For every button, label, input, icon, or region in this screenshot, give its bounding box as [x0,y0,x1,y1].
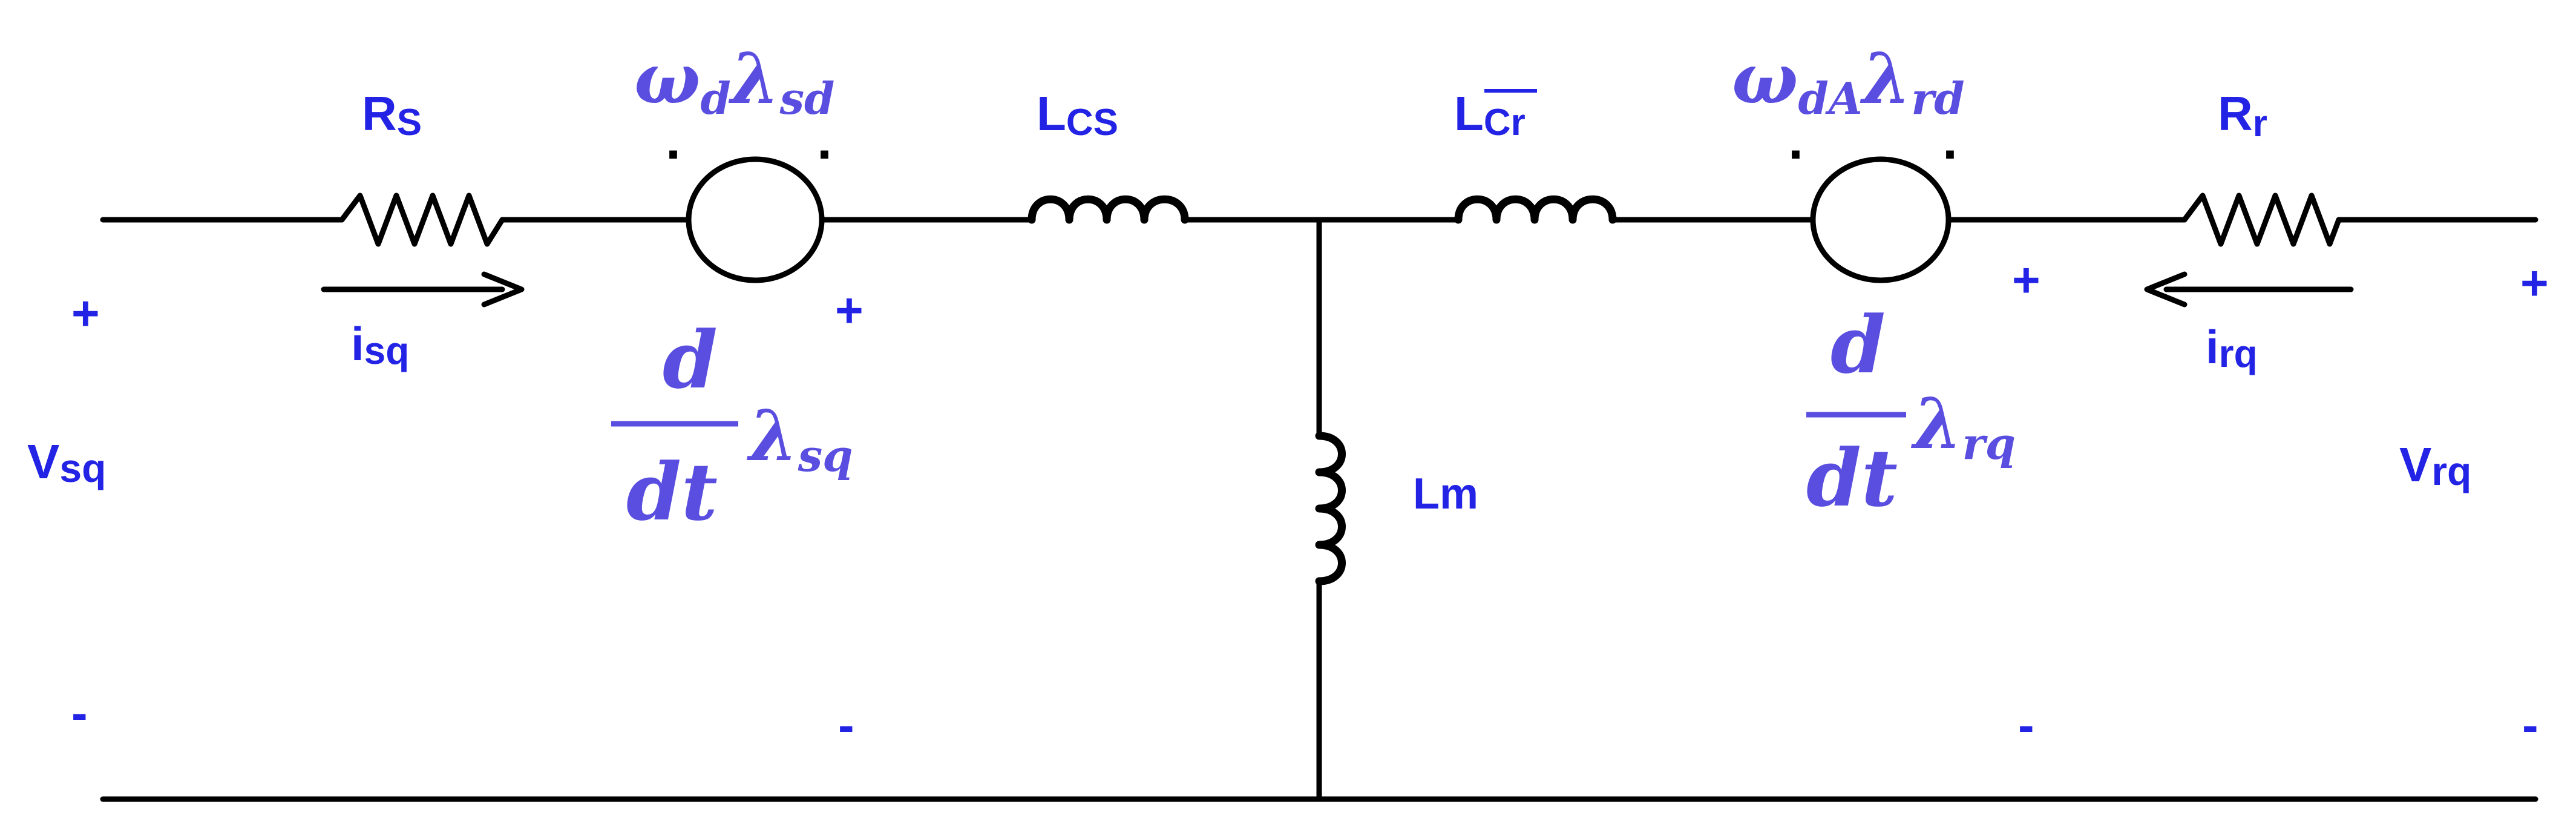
label-lcr: LCr [1454,87,1526,143]
plus-mid-left: + [835,283,864,337]
plus-right: + [2520,256,2549,310]
ddt-denominator-s: dt [626,446,718,538]
ddt-denominator-r: dt [1806,432,1898,524]
source2-dot-right: . [1942,110,1958,171]
rotor-voltage-source [1810,156,1952,283]
expr-omega-dA-lambda-rd: ωdAλrd [1732,38,1965,124]
minus-right: - [2522,698,2538,752]
rotor-inductor-lcr [1454,195,1617,224]
label-irq: irq [2206,320,2258,375]
rotor-resistor-rr [2181,193,2342,247]
lambda-sq: λsq [746,395,853,481]
stator-voltage-source [686,156,825,283]
expr-omega-d-lambda-sd: ωdλsd [634,38,834,124]
source1-dot-right: . [817,110,832,171]
minus-mid-right: - [2018,698,2034,752]
magnetizing-inductor-lm [1315,432,1346,585]
source2-dot-left: . [1788,110,1803,171]
wires [100,217,2538,802]
lambda-rq: λrq [1910,383,2016,469]
ddt-numerator-r: d [1830,298,1886,391]
stator-resistor-rs [339,193,505,247]
label-rr: Rr [2218,87,2267,145]
label-vsq: Vsq [27,435,106,490]
isq-arrow [321,271,525,308]
irq-arrow [2144,271,2354,308]
stator-inductor-lcs [1027,195,1189,224]
label-isq: isq [351,317,409,372]
expr-ddt-lambda-sq: d dt λsq [611,314,853,538]
minus-left: - [71,686,88,740]
ddt-numerator-s: d [663,314,718,406]
label-lcs: LCS [1037,87,1118,143]
minus-mid-left: - [838,698,854,752]
source1-dot-left: . [666,110,681,171]
label-rs: RS [362,87,422,143]
expr-ddt-lambda-rq: d dt λrq [1806,298,2016,524]
label-lm: Lm [1413,470,1478,518]
label-vrq: Vrq [2399,438,2471,493]
plus-mid-right: + [2012,253,2040,307]
plus-left: + [71,286,100,340]
